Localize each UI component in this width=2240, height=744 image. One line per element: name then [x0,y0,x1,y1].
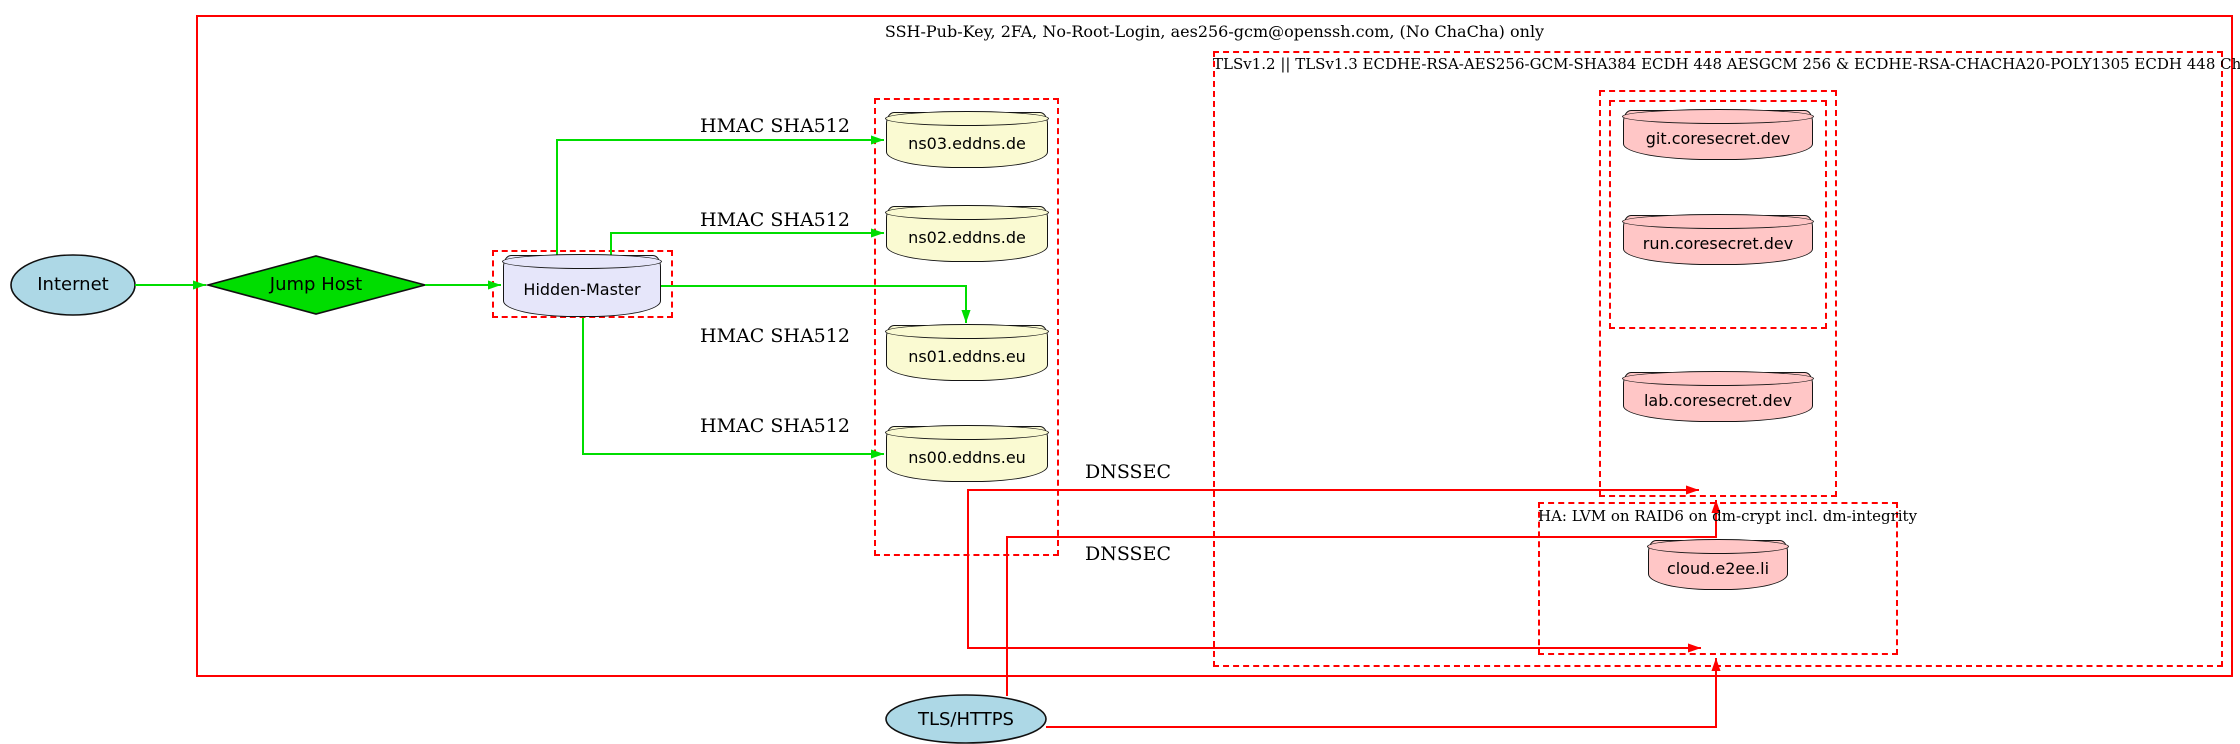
tls-https-node-label: TLS/HTTPS [917,709,1014,730]
cloud-node: cloud.e2ee.li [1647,539,1789,590]
cloud-label: cloud.e2ee.li [1666,559,1770,578]
ns01-label: ns01.eddns.eu [908,347,1026,366]
cluster-git-run-box [1609,100,1827,329]
run-label: run.coresecret.dev [1642,234,1794,253]
edge-label-dnssec-2: DNSSEC [1085,543,1171,565]
hidden-master-node: Hidden-Master [502,254,662,317]
edge-label-hmac-ns02: HMAC SHA512 [700,209,850,231]
run-node: run.coresecret.dev [1622,214,1814,265]
ns00-node: ns00.eddns.eu [885,425,1049,482]
hidden-master-label: Hidden-Master [523,280,641,299]
ns03-label: ns03.eddns.de [908,134,1026,153]
ns01-node: ns01.eddns.eu [885,324,1049,381]
git-label: git.coresecret.dev [1645,129,1791,148]
ns03-node: ns03.eddns.de [885,111,1049,168]
ns02-node: ns02.eddns.de [885,205,1049,262]
edge-label-hmac-ns00: HMAC SHA512 [700,415,850,437]
edge-label-hmac-ns01: HMAC SHA512 [700,325,850,347]
cluster-ha-label: HA: LVM on RAID6 on dm-crypt incl. dm-in… [1538,507,1918,525]
cluster-coresecret-box [1599,90,1837,497]
lab-node: lab.coresecret.dev [1622,371,1814,422]
lab-label: lab.coresecret.dev [1643,391,1793,410]
ns02-label: ns02.eddns.de [908,228,1026,247]
internet-node-label: Internet [37,274,109,295]
jump-host-node-label: Jump Host [269,274,363,295]
edge-label-hmac-ns03: HMAC SHA512 [700,115,850,137]
edge-label-dnssec-1: DNSSEC [1085,461,1171,483]
cluster-tls-label: TLSv1.2 || TLSv1.3 ECDHE-RSA-AES256-GCM-… [1213,55,2240,73]
cluster-ssh-label: SSH-Pub-Key, 2FA, No-Root-Login, aes256-… [884,22,1545,41]
ns00-label: ns00.eddns.eu [908,448,1026,467]
git-node: git.coresecret.dev [1622,109,1814,160]
